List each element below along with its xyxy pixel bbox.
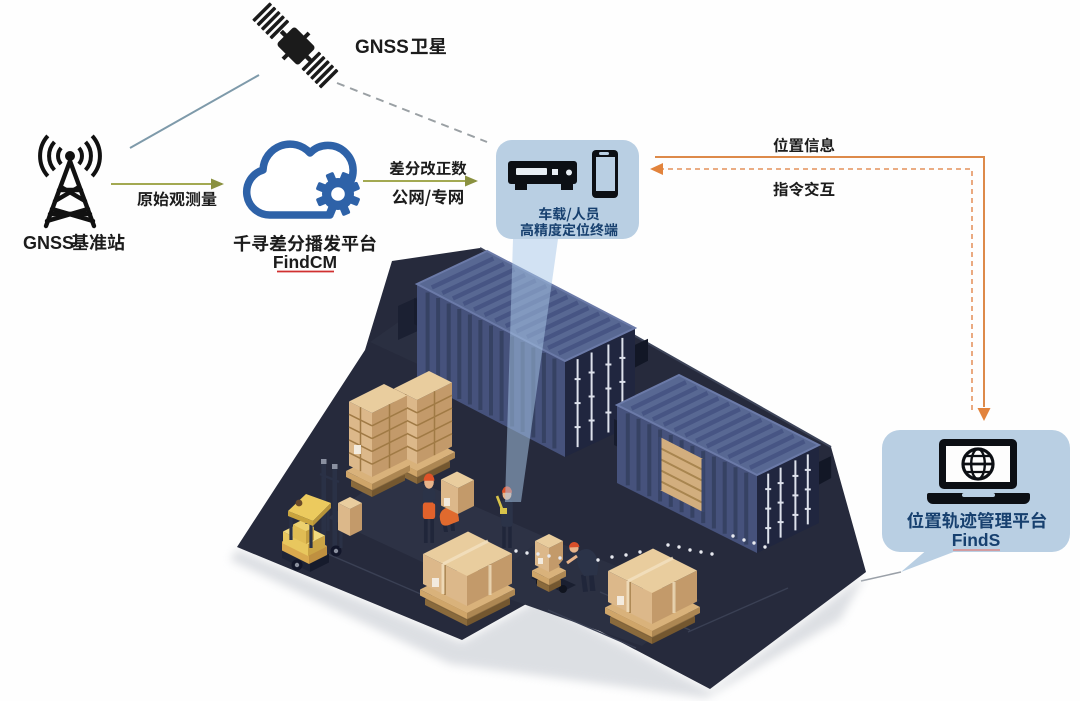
- svg-text:FindS: FindS: [952, 530, 1001, 550]
- svg-text:GNSS: GNSS: [355, 37, 409, 58]
- svg-text:GNSS: GNSS: [23, 233, 74, 253]
- svg-text:FindCM: FindCM: [273, 252, 337, 272]
